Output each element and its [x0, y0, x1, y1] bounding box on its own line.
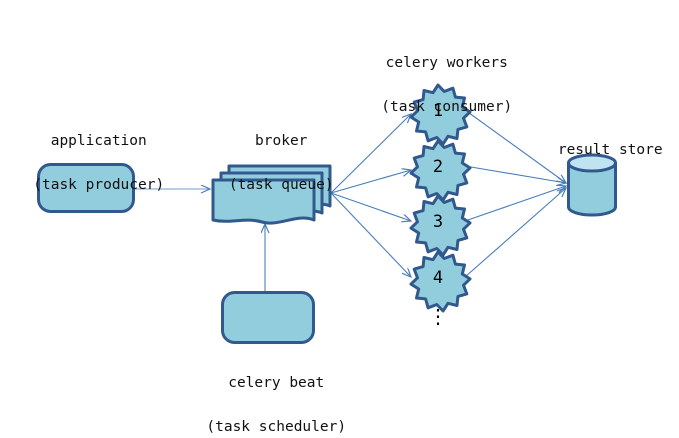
label-celery-beat-line2: (task scheduler) — [206, 419, 347, 435]
label-celery-workers-line1: celery workers — [385, 55, 508, 71]
edge-worker-3-to-result-store — [464, 186, 566, 222]
node-application[interactable] — [37, 163, 135, 213]
worker-3-number: 3 — [432, 212, 444, 232]
label-celery-beat: celery beat (task scheduler) — [180, 350, 355, 438]
worker-1-number: 1 — [432, 101, 444, 121]
label-broker-line2: (task queue) — [228, 177, 334, 193]
label-result-store: result store — [524, 117, 679, 161]
edge-worker-2-to-result-store — [464, 165, 566, 183]
label-result-store-line1: result store — [557, 142, 663, 158]
node-result-store[interactable] — [567, 153, 617, 217]
edge-broker-to-worker-3 — [330, 192, 411, 221]
workers-ellipsis: ⋮ — [428, 304, 448, 328]
star-12-icon — [409, 83, 472, 146]
label-broker-line1: broker — [255, 133, 308, 149]
label-celery-workers-line2: (task consumer) — [381, 99, 513, 115]
label-celery-workers: celery workers (task consumer) — [352, 30, 524, 118]
node-broker[interactable] — [211, 164, 332, 225]
worker-2-number: 2 — [432, 157, 444, 177]
worker-4-number: 4 — [432, 268, 444, 288]
label-application: application (task producer) — [0, 108, 180, 196]
diagram-canvas — [37, 83, 617, 344]
edge-broker-to-worker-2 — [330, 170, 411, 194]
star-12-icon — [409, 250, 472, 313]
label-application-line1: application — [50, 133, 147, 149]
star-12-icon — [409, 194, 472, 257]
node-celery-beat[interactable] — [221, 291, 315, 344]
label-celery-beat-line1: celery beat — [228, 375, 325, 391]
edge-worker-1-to-result-store — [464, 109, 566, 183]
node-worker-4[interactable] — [409, 250, 472, 313]
edge-worker-4-to-result-store — [464, 188, 566, 278]
edge-broker-to-worker-1 — [330, 114, 411, 194]
edge-broker-to-worker-4 — [330, 192, 411, 277]
label-application-line2: (task producer) — [33, 177, 165, 193]
node-worker-3[interactable] — [409, 194, 472, 257]
label-broker: broker (task queue) — [185, 108, 360, 196]
node-worker-1[interactable] — [409, 83, 472, 146]
